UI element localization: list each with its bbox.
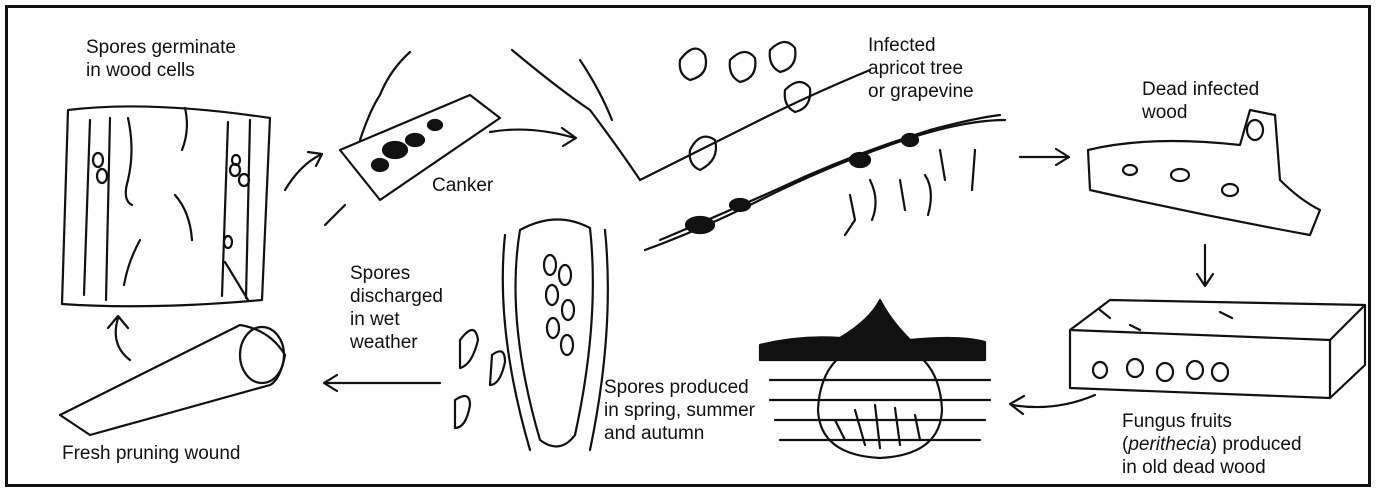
label-line: discharged: [350, 285, 443, 308]
arrow-tree-to-deadwood: [1020, 149, 1069, 165]
canker-branch-illustration: [325, 52, 500, 225]
label-line: (perithecia) produced: [1122, 433, 1302, 456]
label-dead-wood: Dead infected wood: [1142, 78, 1259, 124]
arrow-wood-to-canker: [285, 152, 322, 190]
arrow-canker-to-tree: [490, 128, 576, 146]
pruning-wound-illustration: [60, 325, 285, 435]
label-infected-tree: Infected apricot tree or grapevine: [868, 34, 974, 103]
label-line: Fungus fruits: [1122, 410, 1302, 433]
discharged-spores: [455, 330, 505, 428]
label-line: and autumn: [604, 422, 755, 445]
label-line: in wood cells: [86, 59, 236, 82]
arrow-wound-to-wood: [108, 316, 130, 360]
label-line: or grapevine: [868, 80, 974, 103]
label-fungus-fruits: Fungus fruits (perithecia) produced in o…: [1122, 410, 1302, 479]
perithecia-block-illustration: [1070, 300, 1365, 398]
label-line: apricot tree: [868, 57, 974, 80]
perithecia-term: perithecia: [1128, 434, 1210, 455]
ascus-illustration: [503, 219, 608, 450]
label-line: Fresh pruning wound: [62, 442, 241, 465]
label-line: in old dead wood: [1122, 456, 1302, 479]
arrow-fruits-to-perithecium: [1010, 395, 1095, 414]
perithecium-section-illustration: [760, 300, 990, 458]
arrow-spores-to-wound: [324, 375, 440, 391]
label-line: Infected: [868, 34, 974, 57]
label-canker: Canker: [432, 174, 493, 197]
label-line: in spring, summer: [604, 399, 755, 422]
label-line: Spores produced: [604, 376, 755, 399]
label-spores-produced: Spores produced in spring, summer and au…: [604, 376, 755, 445]
label-line: in wet: [350, 308, 443, 331]
label-line: Spores: [350, 262, 443, 285]
label-line: wood: [1142, 101, 1259, 124]
paren-close-text: ) produced: [1211, 434, 1302, 455]
label-line: Dead infected: [1142, 78, 1259, 101]
wood-cells-illustration: [62, 106, 270, 306]
label-line: Canker: [432, 174, 493, 197]
label-spores-discharged: Spores discharged in wet weather: [350, 262, 443, 354]
label-fresh-wound: Fresh pruning wound: [62, 442, 241, 465]
label-line: weather: [350, 331, 443, 354]
arrow-deadwood-to-fruits: [1197, 245, 1213, 286]
label-spores-germinate: Spores germinate in wood cells: [86, 36, 236, 82]
dead-wood-illustration: [1088, 110, 1320, 235]
label-line: Spores germinate: [86, 36, 236, 59]
